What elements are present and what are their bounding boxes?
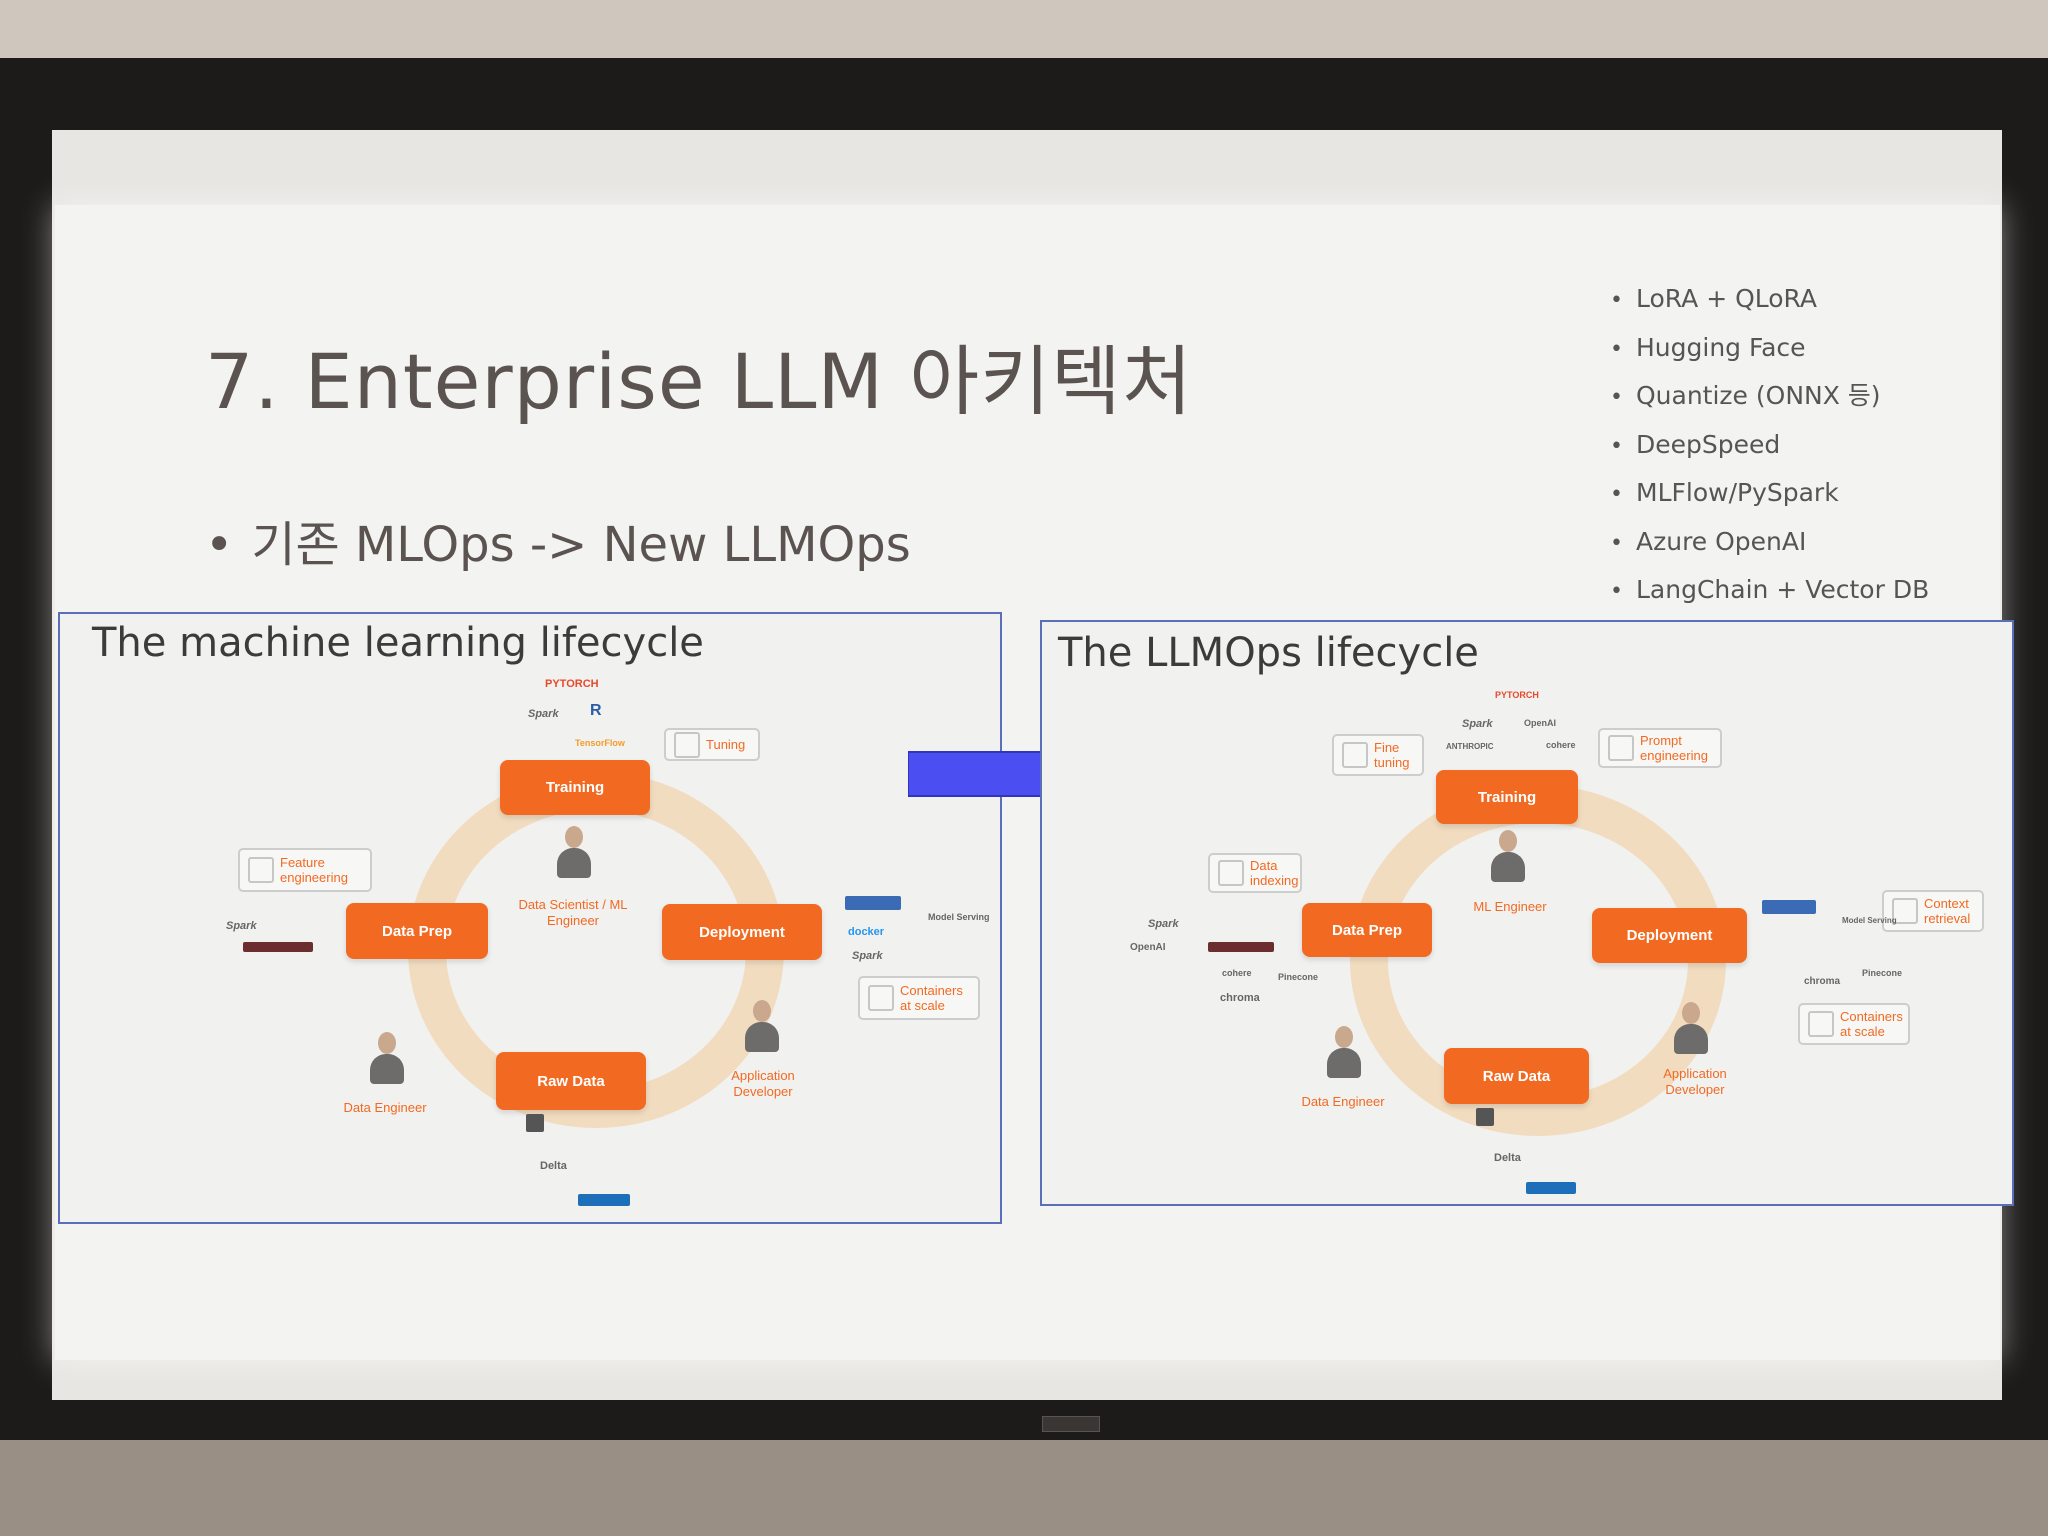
llmops-callout-context: Context retrieval	[1882, 890, 1984, 932]
llm-logo-cohere-left: cohere	[1222, 968, 1252, 978]
llm-logo-spark-left: Spark	[1148, 918, 1179, 930]
ml-callout-tuning: Tuning	[664, 728, 760, 761]
llm-logo-chroma: chroma	[1220, 992, 1260, 1004]
ml-role-engineer: Data Engineer	[343, 1100, 427, 1115]
llmops-callout-prompt: Prompt engineering	[1598, 728, 1722, 768]
logo-r: R	[590, 702, 602, 719]
llmops-stage-training: Training	[1436, 770, 1578, 824]
llm-logo-pinecone-right: Pinecone	[1862, 968, 1903, 978]
logo-chip	[845, 896, 901, 910]
llmops-stage-deployment: Deployment	[1592, 908, 1747, 963]
data-engineer-avatar	[370, 1032, 404, 1084]
llmops-stage-data-prep: Data Prep	[1302, 903, 1432, 957]
llm-containers-icon	[1808, 1011, 1834, 1037]
ml-role-scientist: Data Scientist / ML Engineer	[518, 897, 628, 928]
tool-item: •MLFlow/PySpark	[1610, 478, 1839, 507]
llm-logo-model-serving: Model Serving	[1842, 916, 1897, 925]
logo-spark-left: Spark	[226, 920, 257, 932]
llm-logo-anthropic: ANTHROPIC	[1446, 742, 1494, 751]
logo-chip	[1208, 942, 1274, 952]
fine-tuning-icon	[1342, 742, 1368, 768]
ml-callout-containers: Containers at scale	[858, 976, 980, 1020]
llmops-callout-containers: Containers at scale	[1798, 1003, 1910, 1045]
logo-spark: Spark	[528, 708, 559, 720]
ml-stage-training: Training	[500, 760, 650, 815]
llm-logo-openai-left: OpenAI	[1130, 942, 1166, 953]
tool-item: •Quantize (ONNX 등)	[1610, 381, 1881, 410]
ml-stage-deployment: Deployment	[662, 904, 822, 960]
ml-stage-data-prep: Data Prep	[346, 903, 488, 959]
llm-logo-openai: OpenAI	[1524, 718, 1557, 728]
wall-bottom	[0, 1440, 2048, 1536]
subtitle-text: 기존 MLOps -> New LLMOps	[251, 517, 911, 573]
slide-subtitle: • 기존 MLOps -> New LLMOps	[205, 505, 911, 575]
tool-item: •LangChain + Vector DB	[1610, 575, 1930, 604]
logo-spark-right: Spark	[852, 950, 883, 962]
indexing-icon	[1218, 860, 1244, 886]
ml-stage-raw-data: Raw Data	[496, 1052, 646, 1110]
llmops-callout-fine-tuning: Fine tuning	[1332, 734, 1424, 776]
screen-device-tag	[1042, 1416, 1100, 1432]
llmops-role-ml-engineer: ML Engineer	[1473, 899, 1547, 914]
logo-chip	[243, 942, 313, 952]
logo-chip	[578, 1194, 630, 1206]
logo-docker: docker	[848, 926, 885, 938]
ml-callout-feature: Feature engineering	[238, 848, 372, 892]
llm-logo-pytorch: PYTORCH	[1495, 690, 1539, 700]
feature-icon	[248, 857, 274, 883]
logo-chip	[1526, 1182, 1576, 1194]
logo-chip	[526, 1114, 544, 1132]
logo-model-serving: Model Serving	[928, 912, 990, 922]
tool-item: •LoRA + QLoRA	[1610, 284, 1818, 313]
llm-logo-chroma-right: chroma	[1804, 976, 1841, 987]
llm-logo-delta: Delta	[1494, 1152, 1521, 1164]
llmops-role-engineer: Data Engineer	[1301, 1094, 1385, 1109]
containers-icon	[868, 985, 894, 1011]
llm-developer-avatar	[1674, 1002, 1708, 1054]
llm-logo-spark: Spark	[1462, 718, 1493, 730]
logo-tensorflow: TensorFlow	[575, 738, 625, 748]
prompt-icon	[1608, 735, 1634, 761]
ml-role-developer: Application Developer	[731, 1068, 795, 1099]
tool-list: •LoRA + QLoRA •Hugging Face •Quantize (O…	[1610, 282, 1929, 622]
context-icon	[1892, 898, 1918, 924]
logo-delta: Delta	[540, 1160, 567, 1172]
llm-logo-cohere: cohere	[1546, 740, 1576, 750]
slide-title: 7. Enterprise LLM 아키텍처	[205, 337, 1193, 426]
logo-chip	[1476, 1108, 1494, 1126]
llmops-panel-title: The LLMOps lifecycle	[1058, 630, 1479, 676]
llm-data-engineer-avatar	[1327, 1026, 1361, 1078]
llmops-stage-raw-data: Raw Data	[1444, 1048, 1589, 1104]
scientist-avatar	[557, 826, 591, 878]
ml-panel-title: The machine learning lifecycle	[92, 620, 704, 666]
llmops-role-developer: Application Developer	[1663, 1066, 1727, 1097]
llmops-callout-indexing: Data indexing	[1208, 853, 1302, 893]
ml-engineer-avatar	[1491, 830, 1525, 882]
tool-item: •Hugging Face	[1610, 332, 1806, 362]
logo-pytorch: PYTORCH	[545, 678, 599, 690]
tuning-icon	[674, 731, 700, 758]
subtitle-bullet: •	[205, 517, 234, 573]
developer-avatar	[745, 1000, 779, 1052]
tool-item: •Azure OpenAI	[1610, 526, 1807, 556]
logo-chip	[1762, 900, 1816, 914]
tool-item: •DeepSpeed	[1610, 429, 1781, 459]
llm-logo-pinecone: Pinecone	[1278, 972, 1319, 982]
